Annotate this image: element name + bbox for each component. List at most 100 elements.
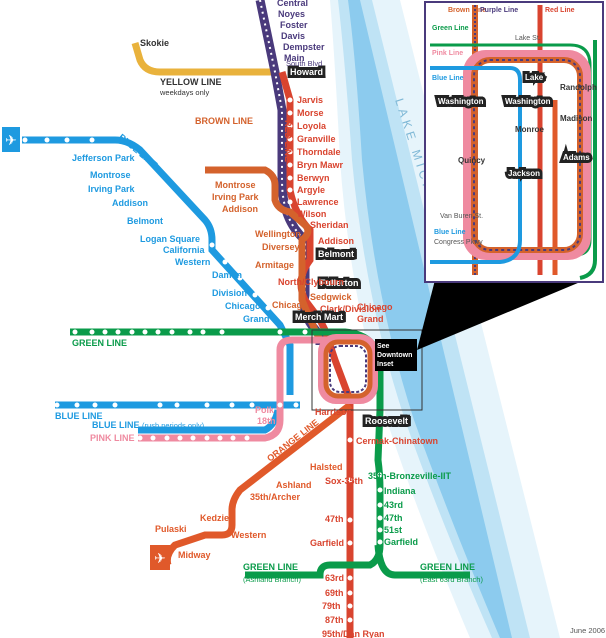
svg-text:(Ashland Branch): (Ashland Branch)	[243, 575, 301, 584]
svg-text:California: California	[163, 245, 206, 255]
svg-text:GREEN LINE: GREEN LINE	[420, 562, 475, 572]
loop	[311, 329, 423, 411]
svg-text:Division: Division	[212, 288, 247, 298]
svg-text:95th/Dan Ryan: 95th/Dan Ryan	[322, 629, 385, 638]
svg-text:Armitage: Armitage	[255, 260, 294, 270]
svg-text:Lake: Lake	[525, 73, 544, 82]
svg-text:BLUE LINE: BLUE LINE	[55, 411, 103, 421]
svg-text:Diversey: Diversey	[262, 242, 300, 252]
svg-text:Grand: Grand	[243, 314, 270, 324]
svg-text:Harrison: Harrison	[315, 407, 352, 417]
svg-text:Purple Line: Purple Line	[480, 7, 518, 14]
svg-text:North/Clybourn: North/Clybourn	[278, 277, 344, 287]
svg-text:Van Buren St.: Van Buren St.	[440, 213, 483, 220]
svg-text:Quincy: Quincy	[458, 156, 486, 165]
svg-text:PINK LINE: PINK LINE	[90, 433, 135, 443]
svg-text:Blue Line: Blue Line	[432, 75, 464, 82]
svg-text:Kedzie: Kedzie	[200, 513, 229, 523]
pink-line	[138, 336, 335, 442]
svg-text:Berwyn: Berwyn	[297, 173, 330, 183]
svg-text:Ashland: Ashland	[276, 480, 312, 490]
svg-text:43rd: 43rd	[384, 500, 403, 510]
svg-text:Addison: Addison	[112, 198, 148, 208]
svg-text:Chicago: Chicago	[357, 302, 393, 312]
svg-text:Cermak-Chinatown: Cermak-Chinatown	[356, 436, 438, 446]
svg-text:Lake St.: Lake St.	[515, 35, 541, 42]
svg-text:Loyola: Loyola	[297, 121, 327, 131]
svg-text:Foster: Foster	[280, 20, 308, 30]
downtown-callout: See	[377, 343, 390, 350]
yellow-line	[131, 42, 275, 76]
svg-text:Jackson: Jackson	[508, 169, 540, 178]
svg-text:Western: Western	[231, 530, 266, 540]
svg-text:✈: ✈	[5, 132, 17, 148]
svg-text:Wilson: Wilson	[297, 209, 326, 219]
svg-text:Pink Line: Pink Line	[432, 50, 463, 57]
svg-text:47th: 47th	[325, 514, 344, 524]
svg-text:Pulaski: Pulaski	[155, 524, 187, 534]
svg-text:79th: 79th	[322, 601, 341, 611]
svg-text:63rd: 63rd	[325, 573, 344, 583]
svg-text:(East 63rd Branch): (East 63rd Branch)	[420, 575, 483, 584]
svg-text:Argyle: Argyle	[297, 185, 325, 195]
svg-text:Belmont: Belmont	[127, 216, 163, 226]
svg-text:Red Line: Red Line	[545, 7, 575, 14]
brown-line	[205, 166, 324, 342]
svg-text:Thorndale: Thorndale	[297, 147, 341, 157]
svg-text:Washington: Washington	[505, 97, 551, 106]
svg-text:Adams: Adams	[563, 153, 590, 162]
svg-text:Western: Western	[175, 257, 210, 267]
green-east63	[374, 544, 470, 579]
svg-text:Chicago: Chicago	[272, 300, 308, 310]
svg-text:Jefferson Park: Jefferson Park	[72, 153, 136, 163]
svg-text:Downtown: Downtown	[377, 352, 412, 359]
svg-text:Midway: Midway	[178, 550, 211, 560]
svg-text:Halsted: Halsted	[310, 462, 343, 472]
svg-text:Congress Pkwy: Congress Pkwy	[434, 239, 483, 246]
svg-text:RED LINE: RED LINE	[352, 575, 362, 617]
svg-text:Granville: Granville	[297, 134, 336, 144]
svg-text:Morse: Morse	[297, 108, 324, 118]
svg-text:Sox-35th: Sox-35th	[325, 476, 363, 486]
yellow-line-note: weekdays only	[159, 88, 209, 97]
svg-text:Wellington: Wellington	[255, 229, 301, 239]
svg-text:BLUE LINE (rush periods only): BLUE LINE (rush periods only)	[92, 420, 205, 430]
svg-text:Chicago: Chicago	[225, 301, 261, 311]
svg-text:BROWN LINE: BROWN LINE	[195, 116, 253, 126]
svg-text:BLUE LINE: BLUE LINE	[117, 132, 160, 170]
svg-text:Montrose: Montrose	[90, 170, 131, 180]
svg-text:Randolph: Randolph	[560, 83, 597, 92]
svg-text:Irving Park: Irving Park	[88, 184, 136, 194]
svg-text:Inset: Inset	[377, 361, 394, 368]
svg-text:Sedgwick: Sedgwick	[310, 292, 353, 302]
svg-text:Madison: Madison	[560, 114, 593, 123]
svg-text:✈: ✈	[154, 550, 166, 566]
svg-text:35th/Archer: 35th/Archer	[250, 492, 301, 502]
map-date: June 2006	[570, 626, 605, 635]
svg-text:Damen: Damen	[212, 270, 242, 280]
svg-text:87th: 87th	[325, 615, 344, 625]
blue-line-ohare	[22, 136, 294, 395]
midway-airport-icon	[150, 545, 170, 570]
svg-text:Grand: Grand	[357, 314, 384, 324]
svg-text:69th: 69th	[325, 588, 344, 598]
svg-text:Bryn Mawr: Bryn Mawr	[297, 160, 344, 170]
svg-text:47th: 47th	[384, 513, 403, 523]
svg-text:Noyes: Noyes	[278, 9, 305, 19]
svg-text:Jarvis: Jarvis	[297, 95, 323, 105]
svg-text:35th-Bronzeville-IIT: 35th-Bronzeville-IIT	[368, 471, 452, 481]
svg-text:Addison: Addison	[222, 204, 258, 214]
svg-text:Montrose: Montrose	[215, 180, 256, 190]
svg-text:Sheridan: Sheridan	[310, 220, 349, 230]
svg-text:GREEN LINE: GREEN LINE	[243, 562, 298, 572]
svg-text:Davis: Davis	[281, 31, 305, 41]
svg-text:South Blvd: South Blvd	[286, 59, 322, 68]
svg-text:18th: 18th	[257, 416, 276, 426]
svg-text:Dempster: Dempster	[283, 42, 325, 52]
station-howard: Howard	[290, 67, 323, 77]
downtown-inset	[424, 1, 604, 283]
svg-text:Polk: Polk	[255, 405, 275, 415]
svg-text:Fullerton: Fullerton	[320, 278, 359, 288]
svg-text:51st: 51st	[384, 525, 402, 535]
